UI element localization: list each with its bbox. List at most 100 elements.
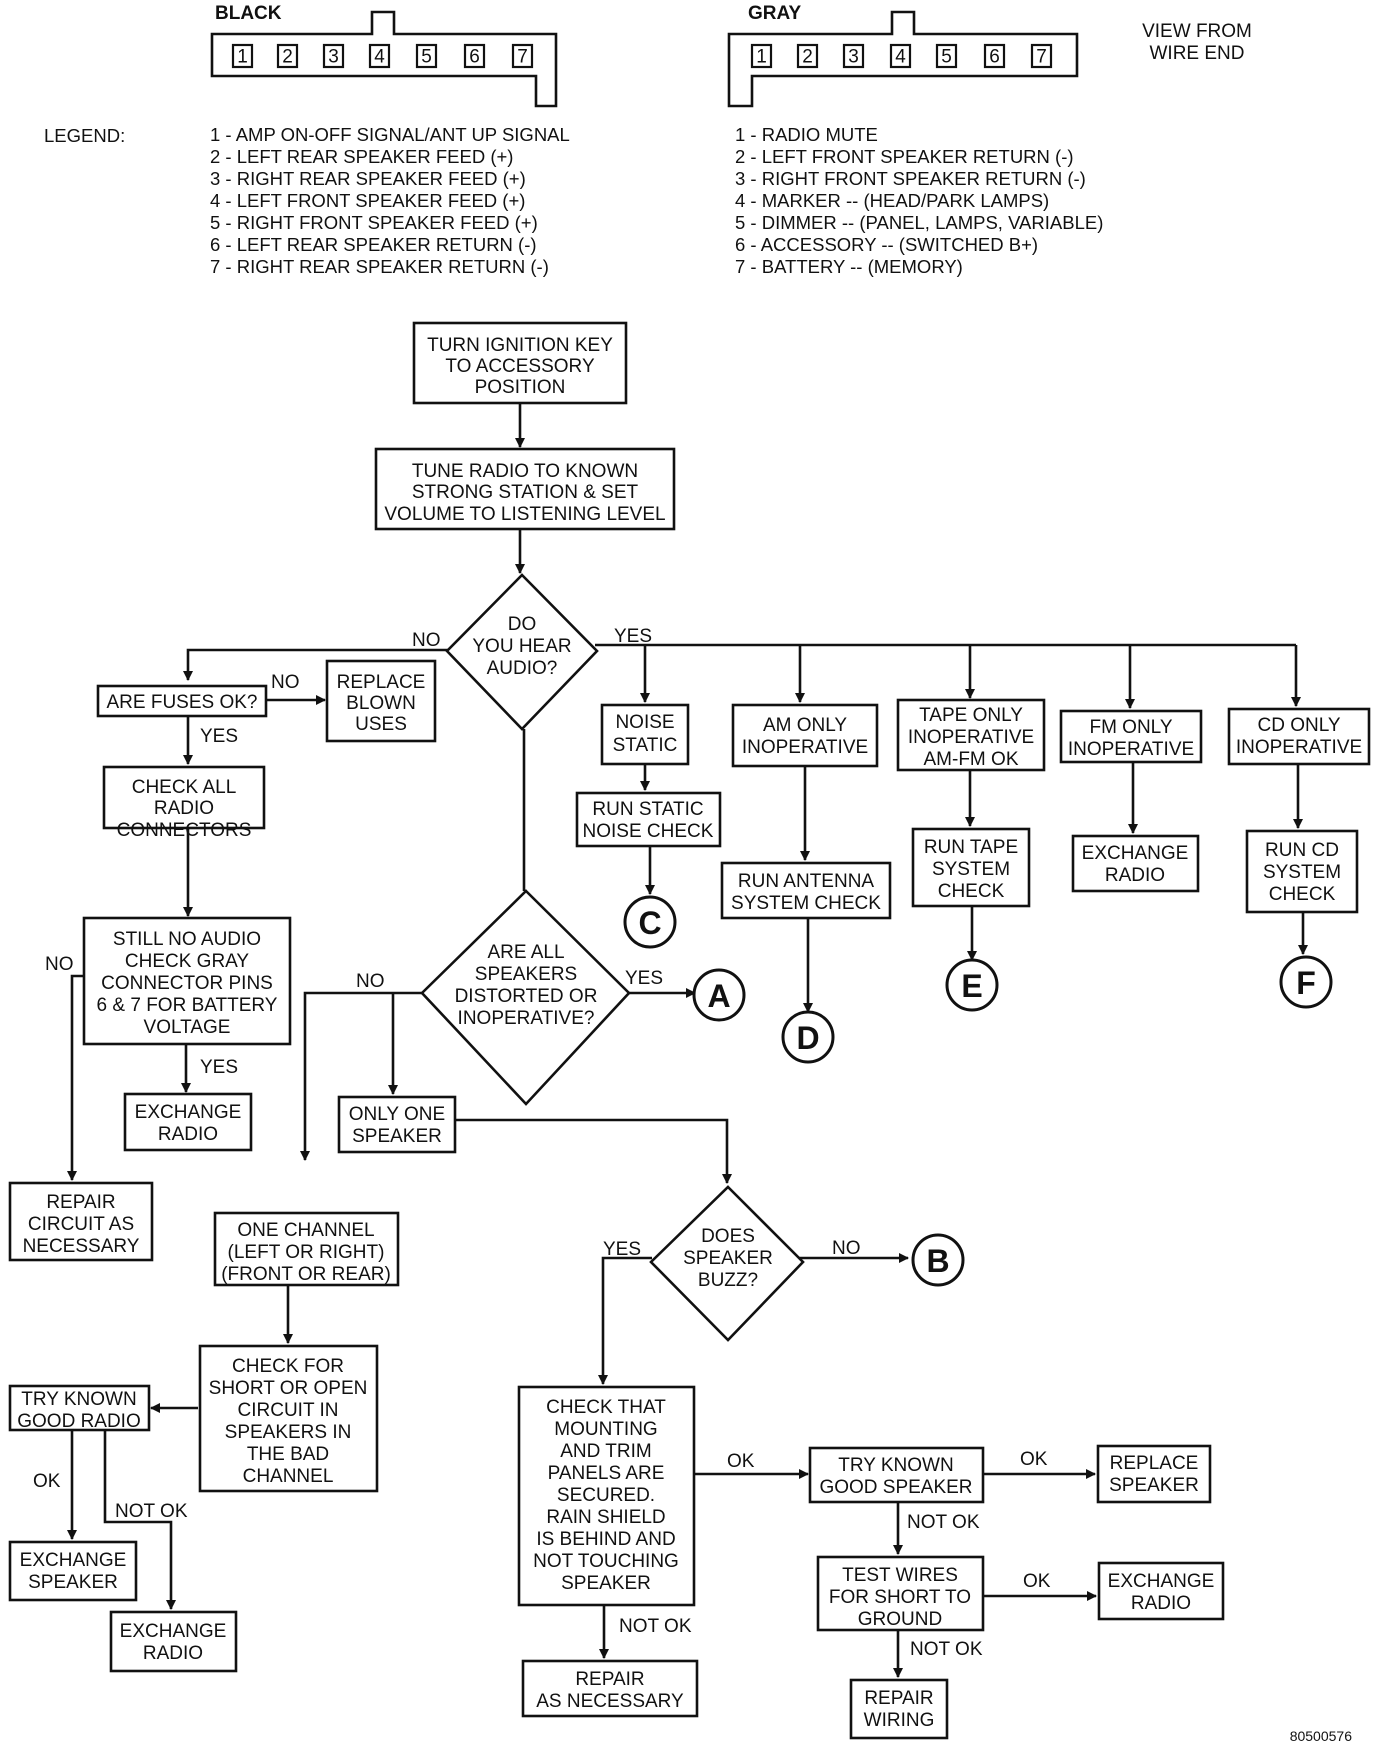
- legend: LEGEND: 1 - AMP ON-OFF SIGNAL/ANT UP SIG…: [44, 124, 1103, 277]
- svg-text:CHECK THAT: CHECK THAT: [546, 1397, 666, 1418]
- svg-text:1: 1: [756, 47, 767, 68]
- svg-text:5: 5: [941, 47, 952, 68]
- node-still-no-audio: STILL NO AUDIO CHECK GRAY CONNECTOR PINS…: [82, 916, 292, 1046]
- label-no: NO: [356, 971, 385, 992]
- svg-text:VIEW FROM: VIEW FROM: [1142, 21, 1252, 42]
- pin-2: 2: [796, 43, 819, 69]
- svg-text:CONNECTORS: CONNECTORS: [117, 820, 252, 841]
- svg-text:THE BAD: THE BAD: [247, 1444, 329, 1465]
- svg-text:GOOD SPEAKER: GOOD SPEAKER: [819, 1477, 972, 1498]
- svg-text:DISTORTED OR: DISTORTED OR: [455, 986, 598, 1007]
- svg-text:CHECK: CHECK: [938, 881, 1005, 902]
- node-run-tape: RUN TAPE SYSTEM CHECK: [911, 827, 1031, 908]
- svg-text:1: 1: [237, 47, 248, 68]
- legend-black-list: 1 - AMP ON-OFF SIGNAL/ANT UP SIGNAL 2 - …: [210, 124, 570, 277]
- svg-text:TURN IGNITION KEY: TURN IGNITION KEY: [427, 335, 613, 356]
- legend-item: 2 - LEFT FRONT SPEAKER RETURN (-): [735, 146, 1074, 167]
- label-not-ok: NOT OK: [907, 1512, 980, 1533]
- label-no: NO: [832, 1238, 861, 1259]
- svg-text:E: E: [961, 968, 982, 1004]
- svg-text:GROUND: GROUND: [858, 1609, 942, 1630]
- svg-text:TUNE RADIO TO KNOWN: TUNE RADIO TO KNOWN: [412, 461, 638, 482]
- svg-text:POSITION: POSITION: [475, 377, 566, 398]
- svg-text:NOISE CHECK: NOISE CHECK: [583, 821, 714, 842]
- svg-text:SPEAKER: SPEAKER: [1109, 1475, 1199, 1496]
- svg-text:STRONG STATION & SET: STRONG STATION & SET: [412, 482, 639, 503]
- svg-text:SPEAKER: SPEAKER: [352, 1126, 442, 1147]
- svg-text:3: 3: [328, 47, 339, 68]
- legend-item: 4 - LEFT FRONT SPEAKER FEED (+): [210, 190, 525, 211]
- svg-text:AM ONLY: AM ONLY: [763, 715, 847, 736]
- legend-item: 4 - MARKER -- (HEAD/PARK LAMPS): [735, 190, 1049, 211]
- svg-text:CONNECTOR PINS: CONNECTOR PINS: [101, 973, 273, 994]
- legend-item: 3 - RIGHT REAR SPEAKER FEED (+): [210, 168, 526, 189]
- svg-text:REPAIR: REPAIR: [46, 1192, 115, 1213]
- svg-text:INOPERATIVE: INOPERATIVE: [742, 737, 868, 758]
- label-not-ok: NOT OK: [910, 1639, 983, 1660]
- gray-connector-label: GRAY: [748, 3, 801, 24]
- svg-text:SHORT OR OPEN: SHORT OR OPEN: [209, 1378, 368, 1399]
- terminal-a: A: [692, 968, 746, 1022]
- svg-text:EXCHANGE: EXCHANGE: [120, 1621, 227, 1642]
- pin-5: 5: [935, 43, 958, 69]
- label-yes: YES: [200, 1057, 238, 1078]
- svg-text:CHECK FOR: CHECK FOR: [232, 1356, 344, 1377]
- svg-text:RADIO: RADIO: [1131, 1593, 1191, 1614]
- node-check-connectors: CHECK ALL RADIO CONNECTORS: [102, 765, 266, 841]
- terminal-b: B: [911, 1233, 965, 1287]
- node-check-mounting: CHECK THAT MOUNTING AND TRIM PANELS ARE …: [517, 1385, 696, 1607]
- svg-text:3: 3: [848, 47, 859, 68]
- black-connector: BLACK 1 2 3 4 5 6 7: [210, 3, 558, 108]
- legend-item: 7 - BATTERY -- (MEMORY): [735, 256, 963, 277]
- svg-text:F: F: [1296, 965, 1316, 1001]
- svg-text:SPEAKER: SPEAKER: [683, 1248, 773, 1269]
- terminal-c: C: [623, 895, 677, 949]
- node-run-cd: RUN CD SYSTEM CHECK: [1245, 829, 1359, 914]
- svg-text:RADIO: RADIO: [1105, 865, 1165, 886]
- svg-text:WIRING: WIRING: [864, 1710, 935, 1731]
- legend-item: 5 - DIMMER -- (PANEL, LAMPS, VARIABLE): [735, 212, 1103, 233]
- svg-text:RUN ANTENNA: RUN ANTENNA: [738, 871, 875, 892]
- svg-text:2: 2: [802, 47, 813, 68]
- svg-text:INOPERATIVE?: INOPERATIVE?: [458, 1008, 595, 1029]
- node-run-static: RUN STATIC NOISE CHECK: [575, 791, 722, 848]
- node-fm-only: FM ONLY INOPERATIVE: [1059, 709, 1203, 764]
- legend-item: 7 - RIGHT REAR SPEAKER RETURN (-): [210, 256, 549, 277]
- svg-text:DO: DO: [508, 614, 537, 635]
- gray-connector: GRAY 1 2 3 4 5 6 7: [727, 3, 1079, 108]
- svg-text:REPLACE: REPLACE: [337, 672, 426, 693]
- svg-text:ONE CHANNEL: ONE CHANNEL: [237, 1220, 374, 1241]
- legend-item: 6 - ACCESSORY -- (SWITCHED B+): [735, 234, 1038, 255]
- svg-text:EXCHANGE: EXCHANGE: [20, 1550, 127, 1571]
- svg-text:USES: USES: [355, 714, 407, 735]
- svg-text:SPEAKERS: SPEAKERS: [475, 964, 577, 985]
- pin-2: 2: [276, 43, 299, 69]
- svg-text:6: 6: [469, 47, 480, 68]
- label-no: NO: [412, 630, 441, 651]
- svg-text:RUN TAPE: RUN TAPE: [924, 837, 1018, 858]
- node-only-one-speaker: ONLY ONE SPEAKER: [337, 1095, 457, 1154]
- svg-text:CHECK GRAY: CHECK GRAY: [125, 951, 250, 972]
- node-cd-only: CD ONLY INOPERATIVE: [1227, 707, 1371, 766]
- svg-text:GOOD RADIO: GOOD RADIO: [17, 1411, 141, 1432]
- svg-text:4: 4: [374, 47, 385, 68]
- node-replace-speaker: REPLACE SPEAKER: [1096, 1444, 1212, 1504]
- node-tape-only: TAPE ONLY INOPERATIVE AM-FM OK: [896, 698, 1046, 772]
- node-exchange-radio-3: EXCHANGE RADIO: [1097, 1561, 1225, 1621]
- node-exchange-radio-2: EXCHANGE RADIO: [109, 1610, 238, 1673]
- label-ok: OK: [1020, 1449, 1048, 1470]
- svg-text:TEST WIRES: TEST WIRES: [842, 1565, 958, 1586]
- node-exchange-radio-fm: EXCHANGE RADIO: [1071, 834, 1200, 893]
- svg-text:YOU HEAR: YOU HEAR: [472, 636, 571, 657]
- svg-text:4: 4: [895, 47, 906, 68]
- branch-labels: NO YES NO YES NO YES NO YES YES NO OK NO…: [33, 626, 1051, 1660]
- svg-text:TO ACCESSORY: TO ACCESSORY: [445, 356, 595, 377]
- label-ok: OK: [727, 1451, 755, 1472]
- svg-text:VOLTAGE: VOLTAGE: [144, 1017, 231, 1038]
- node-exchange-speaker-1: EXCHANGE SPEAKER: [8, 1540, 138, 1602]
- node-try-speaker: TRY KNOWN GOOD SPEAKER: [808, 1446, 985, 1504]
- legend-gray-list: 1 - RADIO MUTE 2 - LEFT FRONT SPEAKER RE…: [735, 124, 1103, 277]
- svg-text:AS NECESSARY: AS NECESSARY: [536, 1691, 684, 1712]
- node-replace-fuses: REPLACE BLOWN USES: [325, 659, 437, 743]
- legend-item: 6 - LEFT REAR SPEAKER RETURN (-): [210, 234, 537, 255]
